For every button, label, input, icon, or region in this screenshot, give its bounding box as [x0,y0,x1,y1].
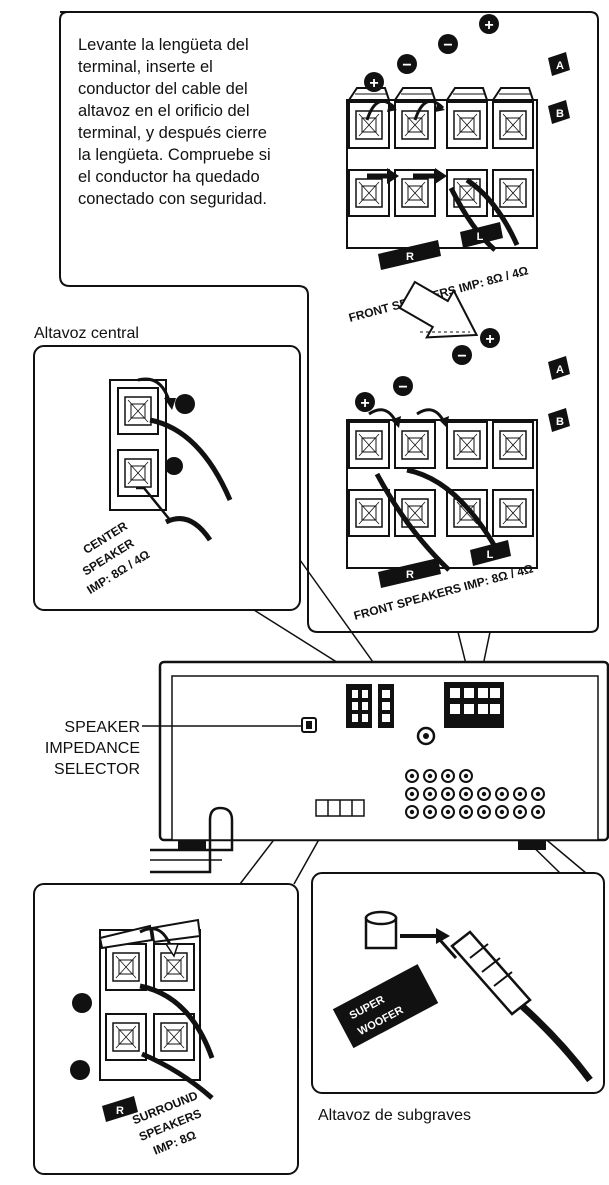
instruction-line: terminal, y después cierre [78,124,267,142]
front-terminal-block-open [346,87,538,252]
instruction-line: conductor del cable del [78,80,248,98]
selector-line: IMPEDANCE [45,740,140,757]
receiver-rear-panel [150,660,609,874]
instruction-line: conectado con seguridad. [78,190,267,208]
surround-r-label: R [102,1096,138,1122]
plus-mark: + [369,75,378,92]
label-r: R [406,569,414,581]
tab-a-label: A [556,60,564,72]
label-r: R [406,251,414,263]
surround-plus-mark [72,993,92,1013]
front-ab-tabs-closed: A B [548,356,570,432]
label-l: L [487,549,494,561]
front-polarity-marks-closed: + − − + [355,328,500,412]
front-lr-labels-closed: R L [378,540,511,588]
selector-line: SPEAKER [64,719,140,736]
instruction-line: el conductor ha quedado [78,168,260,186]
surround-minus-mark [70,1060,90,1080]
center-terminal [109,377,233,542]
transition-arrow [398,280,479,339]
plus-mark: + [360,395,369,412]
surround-label-r: R [116,1105,124,1117]
subwoofer-caption: Altavoz de subgraves [318,1107,471,1124]
subwoofer-panel [311,872,605,1094]
surround-terminal [98,918,215,1100]
selector-line: SELECTOR [54,761,140,778]
center-speaker-title: Altavoz central [34,325,139,342]
label-l: L [477,231,484,243]
minus-mark: − [457,348,466,365]
tab-a-label: A [556,364,564,376]
front-ab-tabs-open: A B [548,52,570,124]
front-polarity-marks-open: + − − + [364,14,499,92]
instruction-line: Levante la lengüeta del [78,36,249,54]
instruction-line: terminal, inserte el [78,58,213,76]
tab-b-label: B [556,108,564,120]
tab-b-label: B [556,416,564,428]
minus-mark: − [443,37,452,54]
minus-mark: − [402,57,411,74]
instruction-line: la lengüeta. Compruebe si [78,146,271,164]
instruction-line: altavoz en el orificio del [78,102,250,120]
front-lr-labels-open: R L [378,222,503,270]
plus-mark: + [485,331,494,348]
center-plus-mark [175,394,195,414]
center-minus-mark [165,457,183,475]
impedance-selector-label: SPEAKER IMPEDANCE SELECTOR [45,719,302,778]
subwoofer-label: SUPER WOOFER [332,964,439,1049]
instructions-text: Levante la lengüeta del terminal, insert… [78,36,275,208]
subwoofer-plug [364,910,593,1083]
plus-mark: + [484,17,493,34]
minus-mark: − [398,379,407,396]
